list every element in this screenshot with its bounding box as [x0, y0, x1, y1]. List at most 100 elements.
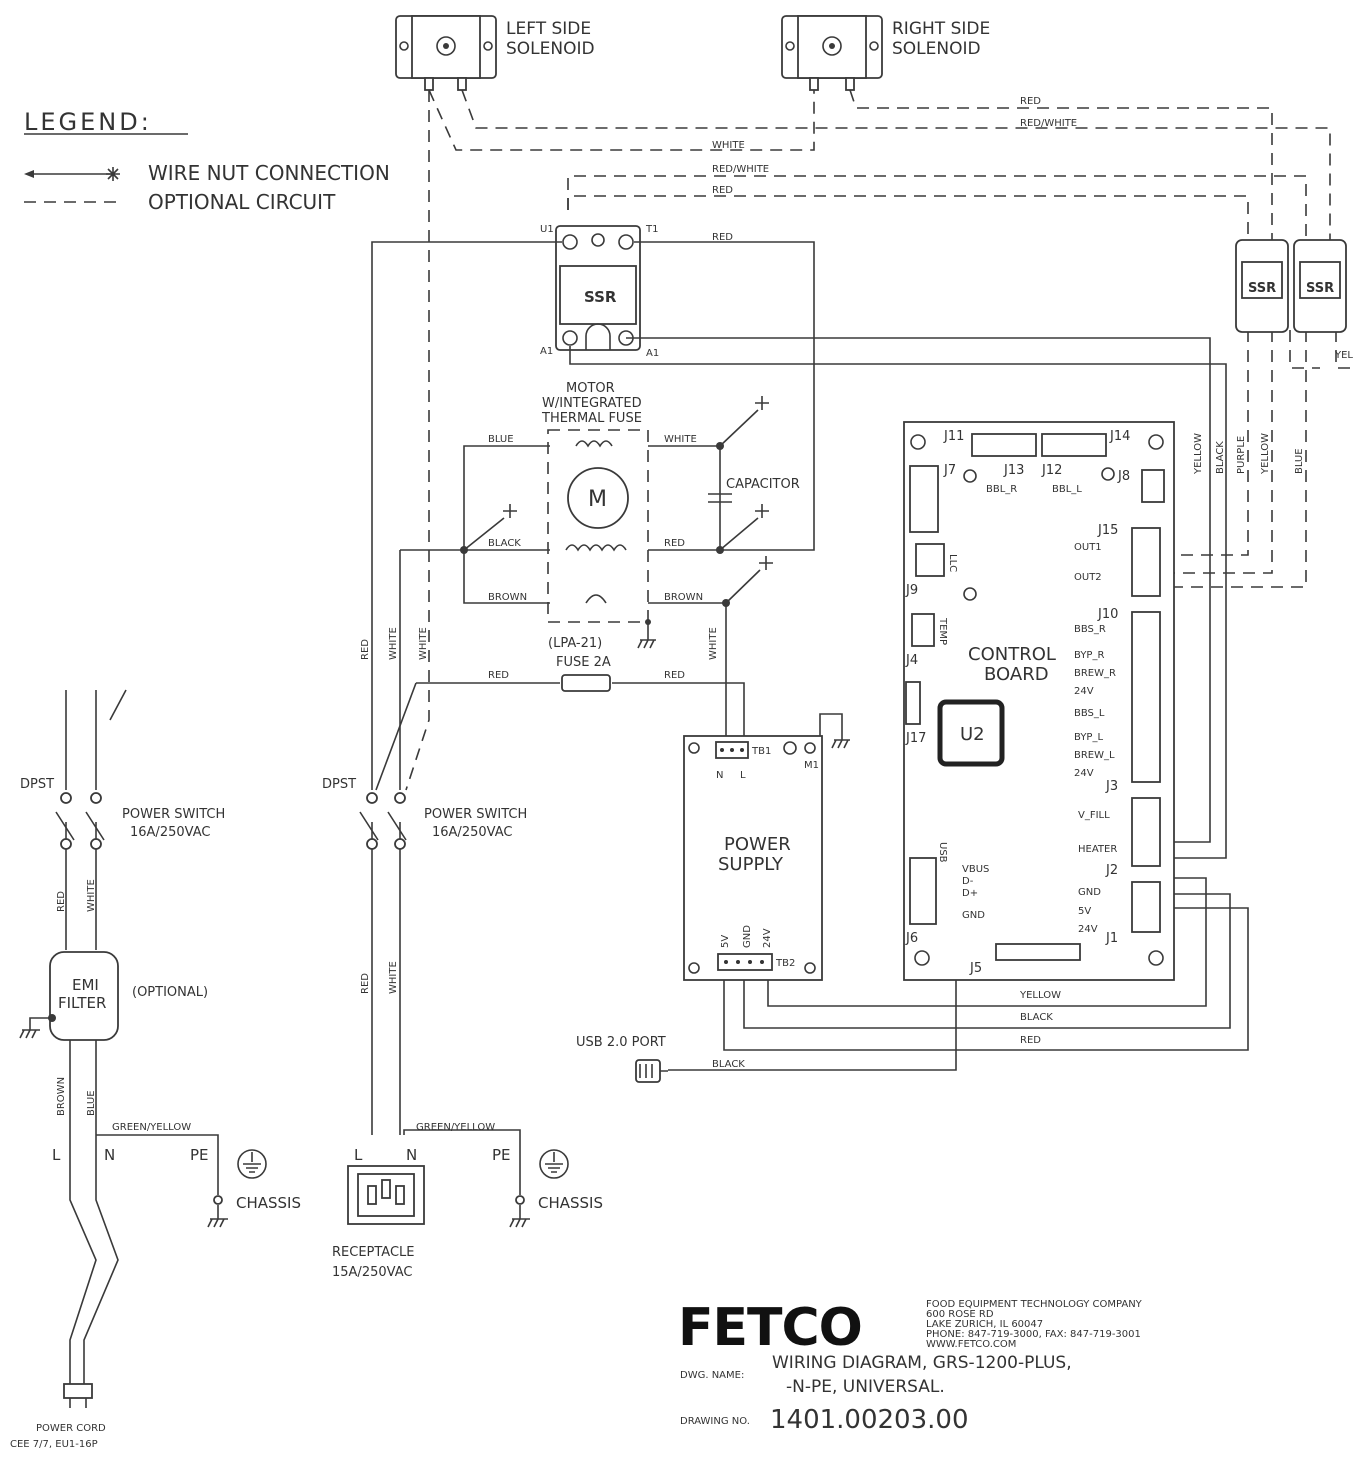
capacitor-label: CAPACITOR [726, 477, 800, 492]
usb-pin-vbus: VBUS [962, 864, 989, 875]
wire-label-red-white-mid: RED/WHITE [712, 164, 769, 175]
j1-label: J1 [1105, 931, 1118, 946]
dpst-switch-left [55, 792, 105, 850]
company-line-4: PHONE: 847-719-3000, FAX: 847-719-3001 [926, 1329, 1141, 1340]
main-ssr-label: SSR [584, 288, 617, 306]
j14-label: J14 [1109, 429, 1130, 444]
left-solenoid-label-2: SOLENOID [506, 39, 595, 59]
drawing-no: 1401.00203.00 [770, 1405, 969, 1435]
j10-label: J10 [1097, 607, 1118, 622]
ssr-a2-label: A1 [646, 348, 659, 359]
dwg-name-2: -N-PE, UNIVERSAL. [786, 1377, 945, 1397]
usb-port [635, 1059, 668, 1083]
j17-label: J17 [905, 731, 926, 746]
ssr-a1-label: A1 [540, 346, 553, 357]
wire-label-blue: BLUE [488, 434, 514, 445]
j12-label: J12 [1041, 463, 1062, 478]
j10-pin-8: 24V [1074, 768, 1094, 779]
ps-5v-label: 5V [720, 935, 731, 948]
wire-label-purple-v: PURPLE [1236, 436, 1247, 474]
chassis-center-label: CHASSIS [538, 1194, 603, 1212]
wire-label-brown-right: BROWN [664, 592, 703, 603]
terminal-pe-left: PE [190, 1146, 209, 1164]
wire-label-green-yellow-left: GREEN/YELLOW [112, 1122, 191, 1133]
dpst-center-label: DPST [322, 777, 356, 792]
power-cord-label-1: POWER CORD [36, 1423, 106, 1434]
j10-pin-4: 24V [1074, 686, 1094, 697]
emi-filter [48, 951, 119, 1041]
legend-optional: OPTIONAL CIRCUIT [148, 190, 336, 214]
left-solenoid: LEFT SIDE SOLENOID [395, 15, 595, 91]
j11-label: J11 [943, 429, 964, 444]
j3-label: J3 [1105, 779, 1118, 794]
ps-tb2-label: TB2 [775, 958, 795, 969]
wire-label-red-mid: RED [712, 185, 733, 196]
j13-bbl-r-label: BBL_R [986, 484, 1017, 495]
wire-label-red-fuse-r: RED [664, 670, 685, 681]
wire-label-red-v2: RED [360, 973, 371, 994]
company-line-1: FOOD EQUIPMENT TECHNOLOGY COMPANY [926, 1299, 1143, 1310]
legend-wire-nut: WIRE NUT CONNECTION [148, 161, 390, 185]
j10-pin-5: BBS_L [1074, 708, 1105, 719]
ps-gnd-label: GND [742, 925, 753, 948]
wire-label-blue-v: BLUE [1294, 448, 1305, 474]
emi-label-2: FILTER [58, 994, 106, 1012]
fuse-label-1: (LPA-21) [548, 636, 602, 651]
small-ssr-1-label: SSR [1248, 281, 1276, 296]
wire-label-white-top: WHITE [712, 140, 745, 151]
wire-label-black-usb: BLACK [712, 1059, 745, 1070]
j5-label: J5 [969, 961, 982, 976]
company-line-3: LAKE ZURICH, IL 60047 [926, 1319, 1043, 1330]
ssr-t1-label: T1 [645, 224, 658, 235]
ps-l-label: L [740, 770, 746, 781]
right-solenoid-label-2: SOLENOID [892, 39, 981, 59]
j10-pin-3: BREW_R [1074, 668, 1116, 679]
terminal-l-left: L [52, 1146, 61, 1164]
wire-label-red-ps: RED [1020, 1035, 1041, 1046]
wire-nuts [460, 396, 773, 625]
wire-label-yellow-ps: YELLOW [1019, 990, 1061, 1001]
power-supply-title-2: SUPPLY [718, 854, 784, 875]
v-fill-label: V_FILL [1078, 810, 1110, 821]
ps-n-label: N [716, 770, 723, 781]
wire-label-red-fuse-l: RED [488, 670, 509, 681]
wire-label-brown-v: BROWN [56, 1077, 67, 1116]
wire-label-red-v1: RED [360, 639, 371, 660]
dpst-switch-center [359, 792, 407, 850]
j1-pin-5v: 5V [1078, 906, 1091, 917]
j6-usb-label: USB [937, 842, 948, 863]
solid-wires [29, 241, 1249, 1385]
company-line-2: 600 ROSE RD [926, 1309, 994, 1320]
motor-title-1: MOTOR [566, 381, 615, 396]
j7-label: J7 [943, 463, 956, 478]
right-solenoid-label-1: RIGHT SIDE [892, 19, 990, 39]
usb-port-label: USB 2.0 PORT [576, 1035, 666, 1050]
control-board [903, 421, 1175, 981]
power-switch-center-1: POWER SWITCH [424, 807, 527, 822]
right-solenoid: RIGHT SIDE SOLENOID [781, 15, 990, 91]
power-switch-left-1: POWER SWITCH [122, 807, 225, 822]
j9-label: J9 [905, 583, 918, 598]
emi-label-1: EMI [72, 976, 99, 994]
usb-pin-dminus: D- [962, 876, 974, 887]
out2-label: OUT2 [1074, 572, 1102, 583]
ssr-u1-label: U1 [540, 224, 554, 235]
small-ssr-1: SSR [1235, 239, 1289, 333]
motor-symbol: M [588, 487, 607, 512]
usb-pin-dplus: D+ [962, 888, 978, 899]
j10-pin-2: BYP_R [1074, 650, 1104, 661]
j8-label: J8 [1117, 469, 1130, 484]
wire-label-red-ssr: RED [712, 232, 733, 243]
j10-pin-7: BREW_L [1074, 750, 1115, 761]
power-supply-title-1: POWER [724, 834, 791, 855]
j1-pin-gnd: GND [1078, 887, 1101, 898]
j1-pin-24v: 24V [1078, 924, 1098, 935]
dpst-left-label: DPST [20, 777, 54, 792]
ps-24v-label: 24V [762, 928, 773, 948]
wire-label-red-white-top: RED/WHITE [1020, 118, 1077, 129]
power-supply [683, 735, 823, 981]
ps-tb1-label: TB1 [751, 746, 771, 757]
wire-label-yellow-v2: YELLOW [1260, 433, 1271, 475]
out1-label: OUT1 [1074, 542, 1102, 553]
capacitor [708, 493, 732, 503]
